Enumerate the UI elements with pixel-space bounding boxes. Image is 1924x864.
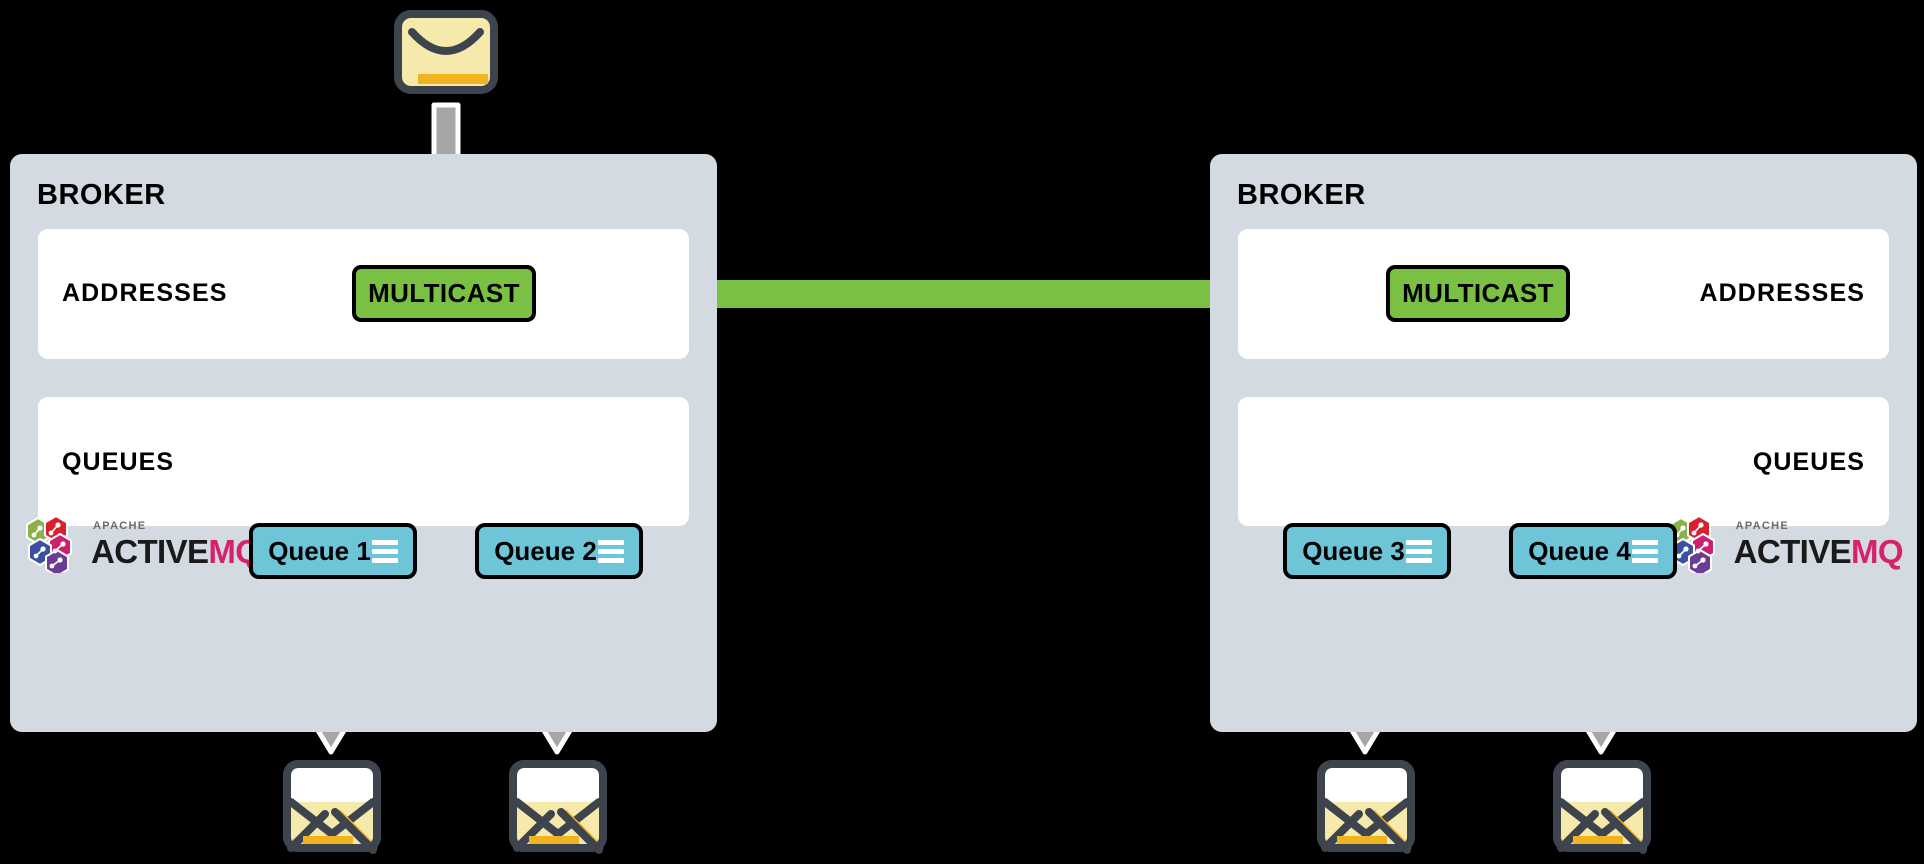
queues-label-left: QUEUES	[62, 448, 175, 476]
queue-label-1: Queue 1	[268, 535, 371, 566]
queue-node-queue-1[interactable]: Queue 1	[249, 523, 417, 579]
logo-activemq-label: ACTIVEMQ	[1733, 532, 1904, 570]
multicast-address-left[interactable]: MULTICAST	[352, 265, 536, 322]
queue-node-queue-3[interactable]: Queue 3	[1283, 523, 1451, 579]
producer-envelope-icon	[398, 14, 494, 90]
consumer-envelope-icon-1	[287, 764, 377, 850]
logo-apache-label: APACHE	[1735, 519, 1790, 532]
list-lines-icon	[1631, 539, 1658, 563]
activemq-logo-left: APACHE ACTIVEMQ	[24, 515, 261, 573]
queue-label-3: Queue 3	[1302, 535, 1405, 566]
broker-panel-left: BROKER ADDRESSES BINDINGS QUEUES	[10, 154, 717, 732]
queue-node-queue-4[interactable]: Queue 4	[1509, 523, 1677, 579]
addresses-label-left: ADDRESSES	[62, 279, 228, 307]
consumer-envelope-icon-4	[1557, 764, 1647, 850]
multicast-label-left: MULTICAST	[368, 278, 520, 308]
queues-section-right: QUEUES	[1238, 397, 1889, 526]
queue-label-4: Queue 4	[1528, 535, 1631, 566]
list-lines-icon	[1405, 539, 1432, 563]
broker-title-left: BROKER	[37, 179, 166, 211]
logo-active-text: ACTIVE	[91, 532, 209, 570]
queue-label-2: Queue 2	[494, 535, 597, 566]
addresses-label-right: ADDRESSES	[1699, 279, 1865, 307]
list-lines-icon	[371, 539, 398, 563]
queue-node-queue-2[interactable]: Queue 2	[475, 523, 643, 579]
logo-mq-text: MQ	[1851, 532, 1904, 570]
list-lines-icon	[597, 539, 624, 563]
consumer-envelope-icon-2	[513, 764, 603, 850]
broker-panel-right: BROKER ADDRESSES BINDINGS QUEUES	[1210, 154, 1917, 732]
logo-activemq-label: ACTIVEMQ	[91, 532, 261, 570]
multicast-address-right[interactable]: MULTICAST	[1386, 265, 1570, 322]
logo-active-text: ACTIVE	[1733, 532, 1852, 570]
broker-title-right: BROKER	[1237, 179, 1366, 211]
queues-label-right: QUEUES	[1752, 448, 1865, 476]
consumer-envelope-icon-3	[1321, 764, 1411, 850]
multicast-label-right: MULTICAST	[1402, 278, 1554, 308]
activemq-hexagon-icon	[26, 515, 72, 573]
queues-section-left: QUEUES	[38, 397, 689, 526]
activemq-logo-right: APACHE ACTIVEMQ	[1667, 515, 1904, 573]
logo-apache-label: APACHE	[93, 519, 147, 532]
